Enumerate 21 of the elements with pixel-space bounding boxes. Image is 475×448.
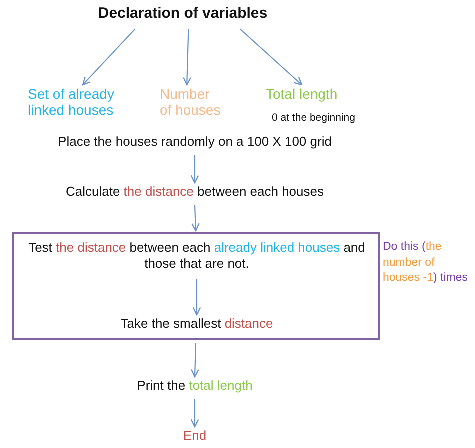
arrow <box>192 279 202 316</box>
end-text: End <box>175 428 215 446</box>
arrow <box>183 28 192 86</box>
step-text: Test the distance between each already linked houses and those that are not. <box>16 240 378 276</box>
heading-text: Declaration of variables <box>88 6 278 26</box>
arrow <box>82 28 136 86</box>
variable-text: Number of houses <box>160 86 223 122</box>
step-text: Print the total length <box>25 378 365 396</box>
note-text: 0 at the beginning <box>272 111 356 126</box>
step-text: Calculate the distance between each houses <box>25 184 365 202</box>
step-text: Place the houses randomly on a 100 X 100 grid <box>25 134 365 152</box>
arrow <box>240 28 303 86</box>
loop-note: Do this (the number of houses -1) times <box>383 240 470 286</box>
variable-text: Total length <box>266 86 356 104</box>
variable-text: Set of already linked houses <box>28 86 128 122</box>
arrow <box>191 342 200 378</box>
arrow <box>190 155 200 184</box>
loop-box <box>12 232 380 340</box>
arrow <box>192 204 200 232</box>
arrow <box>190 399 200 428</box>
step-text: Take the smallest distance <box>16 316 378 334</box>
